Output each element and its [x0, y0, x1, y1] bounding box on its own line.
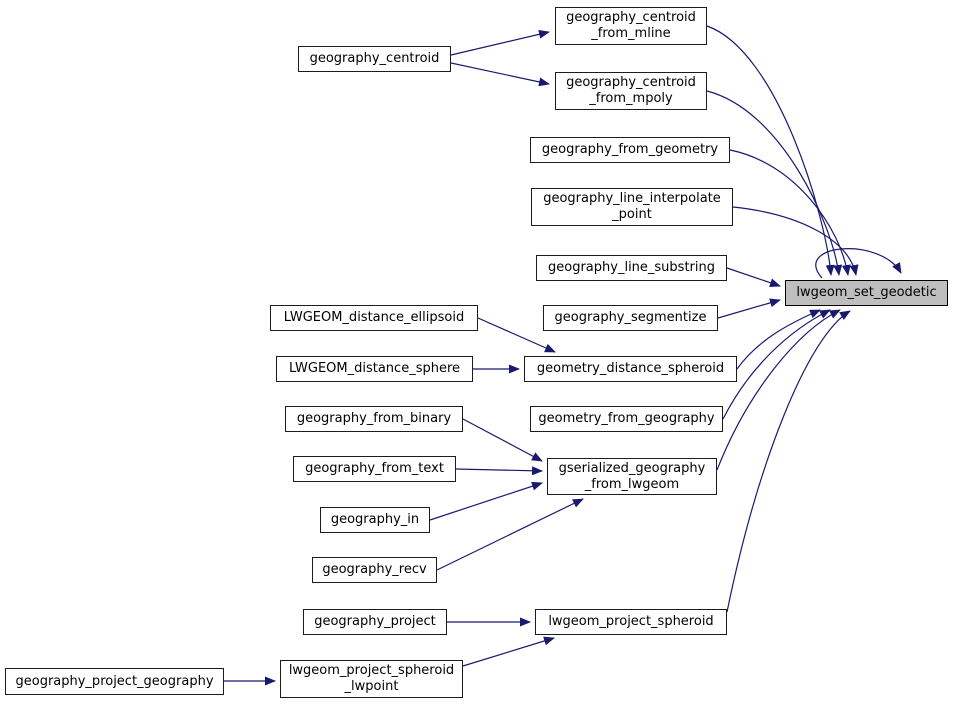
node-label: geography_from_binary [296, 411, 452, 426]
node-geography_centroid_from_mline[interactable]: geography_centroid _from_mline [555, 7, 707, 45]
node-label: gserialized_geography _from_lwgeom [558, 460, 706, 492]
edge-geography_recv-to-gserialized_geography_from_lwgeom [436, 498, 584, 571]
node-label: geography_centroid [309, 51, 440, 66]
node-LWGEOM_distance_sphere[interactable]: LWGEOM_distance_sphere [276, 356, 473, 382]
edge-lwgeom_project_spheroid-to-lwgeom_set_geodetic [726, 310, 851, 613]
node-lwgeom_project_spheroid[interactable]: lwgeom_project_spheroid [535, 609, 727, 635]
node-geography_from_geometry[interactable]: geography_from_geometry [530, 137, 730, 163]
edge-geography_centroid_from_mpoly-to-lwgeom_set_geodetic [706, 90, 843, 276]
node-geography_line_substring[interactable]: geography_line_substring [536, 255, 727, 281]
node-lwgeom_project_spheroid_lwpoint[interactable]: lwgeom_project_spheroid _lwpoint [280, 660, 463, 698]
edge-geography_line_substring-to-lwgeom_set_geodetic [726, 267, 781, 288]
node-lwgeom_set_geodetic[interactable]: lwgeom_set_geodetic [785, 280, 948, 306]
node-label: geography_line_substring [548, 260, 715, 275]
node-geometry_from_geography[interactable]: geometry_from_geography [530, 406, 723, 432]
node-label: lwgeom_set_geodetic [796, 285, 937, 300]
node-geography_centroid[interactable]: geography_centroid [298, 46, 451, 72]
node-geography_centroid_from_mpoly[interactable]: geography_centroid _from_mpoly [555, 72, 707, 110]
node-label: geometry_distance_spheroid [536, 361, 725, 376]
node-label: LWGEOM_distance_ellipsoid [283, 310, 465, 325]
node-geography_line_interpolate_point[interactable]: geography_line_interpolate _point [531, 188, 733, 226]
node-geography_project[interactable]: geography_project [303, 609, 447, 635]
node-gserialized_geography_from_lwgeom[interactable]: gserialized_geography _from_lwgeom [547, 458, 717, 495]
node-label: geography_from_geometry [541, 142, 719, 157]
edge-geography_from_text-to-gserialized_geography_from_lwgeom [455, 466, 543, 476]
edge-geography_from_geometry-to-lwgeom_set_geodetic [729, 149, 851, 276]
node-geography_in[interactable]: geography_in [320, 507, 430, 533]
edge-geography_in-to-gserialized_geography_from_lwgeom [429, 481, 543, 521]
node-label: geography_centroid _from_mline [566, 10, 696, 41]
edge-geometry_from_geography-to-lwgeom_set_geodetic [722, 309, 831, 420]
edge-geography_segmentize-to-lwgeom_set_geodetic [717, 298, 781, 319]
node-geometry_distance_spheroid[interactable]: geometry_distance_spheroid [524, 356, 737, 382]
edge-geometry_distance_spheroid-to-lwgeom_set_geodetic [736, 309, 821, 370]
node-label: geography_from_text [305, 461, 444, 476]
node-label: geography_centroid _from_mpoly [566, 75, 696, 106]
edge-geography_centroid-to-geography_centroid_from_mline [450, 29, 550, 56]
edge-geography_centroid_from_mline-to-lwgeom_set_geodetic [706, 25, 835, 276]
node-label: geometry_from_geography [538, 411, 715, 426]
node-geography_project_geography[interactable]: geography_project_geography [5, 668, 224, 695]
node-label: LWGEOM_distance_sphere [288, 361, 461, 376]
node-label: geography_line_interpolate _point [543, 191, 721, 222]
node-LWGEOM_distance_ellipsoid[interactable]: LWGEOM_distance_ellipsoid [270, 305, 478, 331]
node-label: lwgeom_project_spheroid [548, 614, 714, 629]
edge-geography_from_binary-to-gserialized_geography_from_lwgeom [462, 418, 543, 462]
node-geography_from_binary[interactable]: geography_from_binary [285, 406, 463, 432]
node-geography_segmentize[interactable]: geography_segmentize [543, 305, 718, 331]
node-label: geography_segmentize [554, 310, 707, 325]
node-label: geography_project [314, 614, 436, 629]
node-label: lwgeom_project_spheroid _lwpoint [288, 663, 455, 694]
edge-geography_centroid-to-geography_centroid_from_mpoly [450, 62, 550, 87]
edge-LWGEOM_distance_ellipsoid-to-geometry_distance_spheroid [477, 317, 556, 353]
edge-geography_line_interpolate_point-to-lwgeom_set_geodetic [732, 206, 859, 276]
edge-lwgeom_set_geodetic-to-lwgeom_set_geodetic [815, 248, 902, 279]
node-label: geography_project_geography [15, 673, 214, 689]
node-geography_recv[interactable]: geography_recv [312, 557, 437, 583]
node-label: geography_in [330, 512, 420, 527]
node-label: geography_recv [322, 562, 427, 577]
edge-gserialized_geography_from_lwgeom-to-lwgeom_set_geodetic [716, 309, 841, 471]
node-geography_from_text[interactable]: geography_from_text [293, 456, 456, 482]
edge-lwgeom_project_spheroid_lwpoint-to-lwgeom_project_spheroid [462, 636, 555, 667]
